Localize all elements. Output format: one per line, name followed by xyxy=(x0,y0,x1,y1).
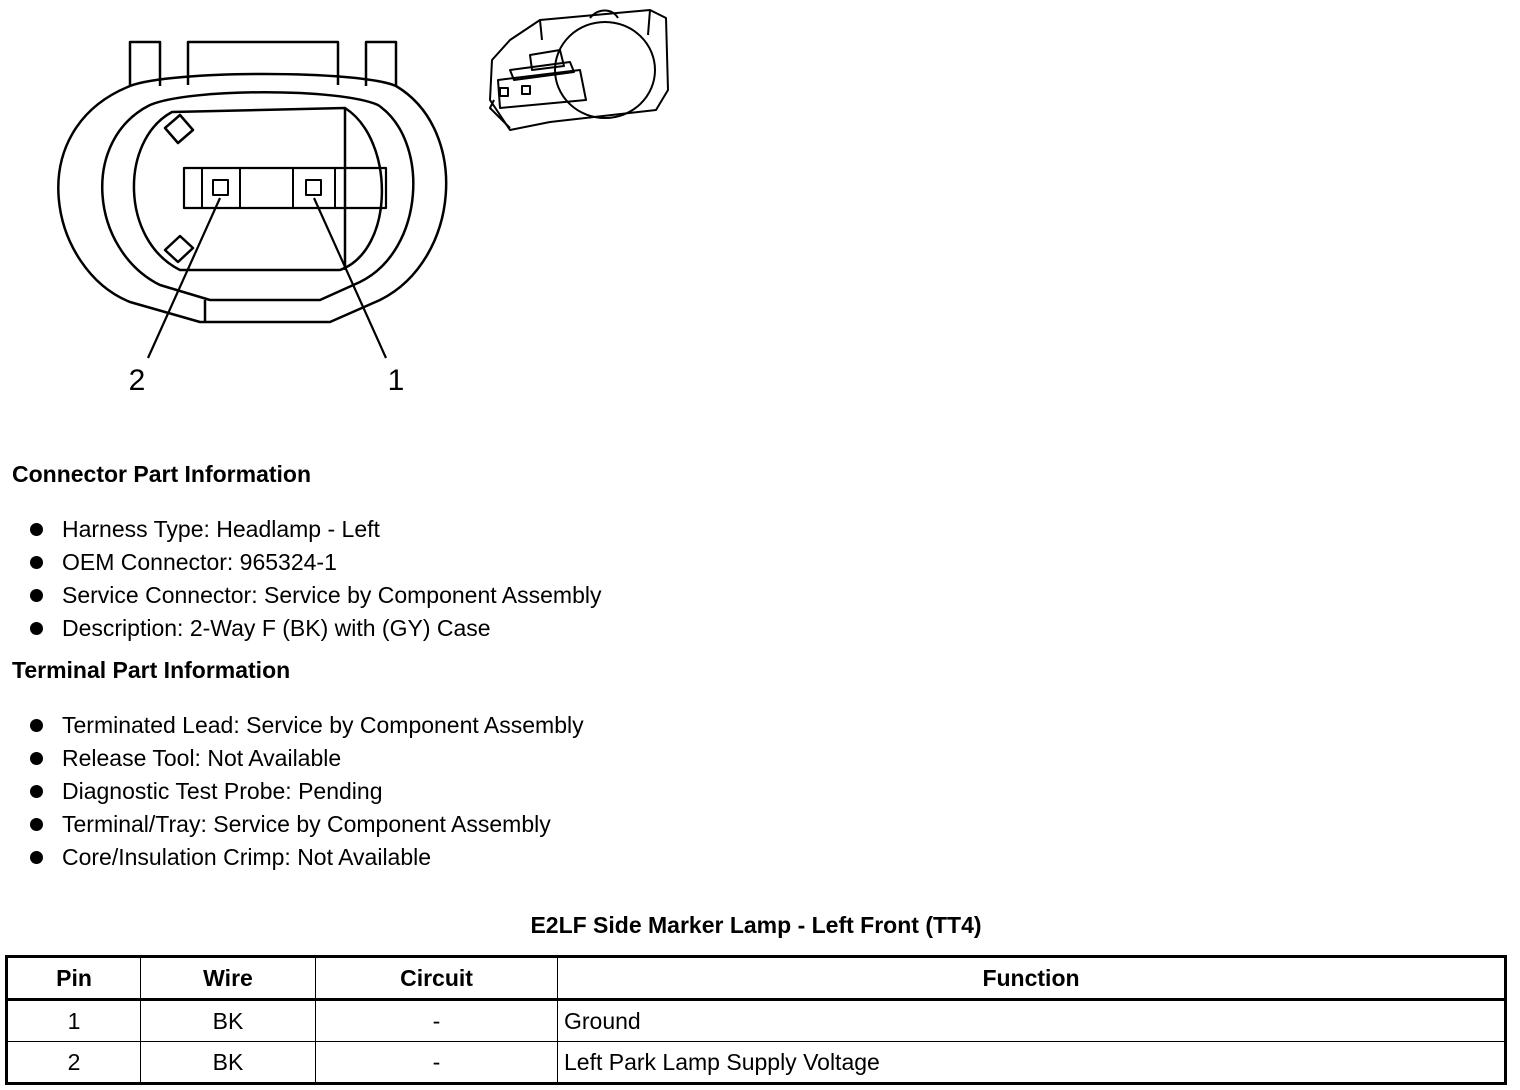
connector-face-diagram: 2 1 xyxy=(57,40,448,397)
list-item: Terminated Lead: Service by Component As… xyxy=(30,709,584,742)
pin-2-cavity xyxy=(212,179,229,196)
connector-info-list: Harness Type: Headlamp - Left OEM Connec… xyxy=(30,513,601,645)
cell-wire: BK xyxy=(140,999,316,1042)
list-item: Terminal/Tray: Service by Component Asse… xyxy=(30,808,584,841)
cell-function: Ground xyxy=(557,999,1506,1042)
pin-2-label: 2 xyxy=(129,364,146,397)
cell-circuit: - xyxy=(315,999,558,1042)
connector-info-heading: Connector Part Information xyxy=(12,461,312,487)
terminal-info-heading: Terminal Part Information xyxy=(12,657,291,683)
table-row: 2 BK - Left Park Lamp Supply Voltage xyxy=(6,1041,1506,1084)
list-item: Release Tool: Not Available xyxy=(30,742,584,775)
connector-cavity xyxy=(132,106,384,272)
pin-2-leader xyxy=(146,197,222,359)
connector-outer-body xyxy=(57,72,448,324)
column-header-circuit: Circuit xyxy=(315,956,558,1000)
connector-key-bottom xyxy=(163,234,195,264)
connector-outer-shell xyxy=(128,40,398,86)
list-item: Diagnostic Test Probe: Pending xyxy=(30,775,584,808)
column-header-function: Function xyxy=(557,956,1506,1000)
cell-circuit: - xyxy=(315,1041,558,1084)
pin-1-label: 1 xyxy=(388,364,405,397)
cell-pin: 1 xyxy=(6,999,141,1042)
list-item: Service Connector: Service by Component … xyxy=(30,579,601,612)
pin-table-title: E2LF Side Marker Lamp - Left Front (TT4) xyxy=(530,912,982,938)
terminal-bar xyxy=(182,166,388,210)
connector-inner-ring xyxy=(100,91,415,302)
connector-isometric-diagram xyxy=(489,9,669,131)
cell-wire: BK xyxy=(140,1041,316,1084)
table-row: 1 BK - Ground xyxy=(6,999,1506,1042)
cell-function: Left Park Lamp Supply Voltage xyxy=(557,1041,1506,1084)
list-item: Description: 2-Way F (BK) with (GY) Case xyxy=(30,612,601,645)
pin-table: Pin Wire Circuit Function 1 BK - Ground … xyxy=(5,955,1507,1085)
list-item: Core/Insulation Crimp: Not Available xyxy=(30,841,584,874)
list-item: OEM Connector: 965324-1 xyxy=(30,546,601,579)
cell-pin: 2 xyxy=(6,1041,141,1084)
column-header-wire: Wire xyxy=(140,956,316,1000)
table-header-row: Pin Wire Circuit Function xyxy=(6,956,1506,1000)
connector-key-top xyxy=(163,113,195,145)
column-header-pin: Pin xyxy=(6,956,141,1000)
pin-1-cavity xyxy=(305,179,322,196)
pin-1-leader xyxy=(312,197,388,359)
list-item: Harness Type: Headlamp - Left xyxy=(30,513,601,546)
terminal-info-list: Terminated Lead: Service by Component As… xyxy=(30,709,584,874)
